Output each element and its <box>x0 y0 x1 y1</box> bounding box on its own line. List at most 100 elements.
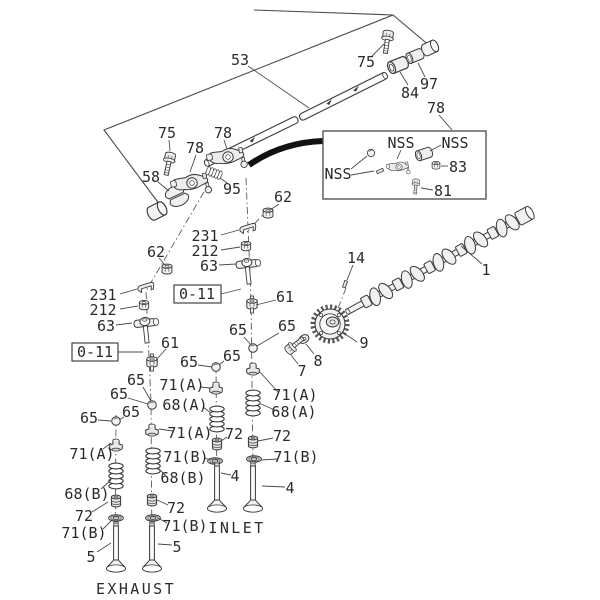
leader-line <box>197 364 213 368</box>
exhaust-valve-5 <box>142 521 162 573</box>
inlet-valve-4 <box>243 461 263 513</box>
spring-seat-71B <box>246 455 262 463</box>
part-callout-62: 62 <box>147 243 165 261</box>
exhaust-valve-5 <box>106 521 126 573</box>
direction-arrow <box>326 99 332 105</box>
leader-line <box>305 343 315 355</box>
leader-line <box>438 114 453 131</box>
nut-83 <box>431 160 441 170</box>
leader-line <box>269 203 280 211</box>
adjuster-61-right <box>247 296 257 313</box>
part-callout-63: 63 <box>200 257 218 275</box>
valve-spring-68A <box>245 389 261 417</box>
part-callout-71(B): 71(B) <box>61 524 106 542</box>
part-callout-61: 61 <box>161 334 179 352</box>
pin-14 <box>342 279 349 289</box>
nut-62-right <box>262 207 274 219</box>
part-callout-0-11: 0-11 <box>77 343 113 361</box>
part-callout-231: 231 <box>89 286 116 304</box>
leader-line <box>255 299 277 306</box>
part-callout-212: 212 <box>89 301 116 319</box>
part-callout-65: 65 <box>80 409 98 427</box>
part-callout-5: 5 <box>172 538 181 556</box>
leader-line <box>220 288 242 295</box>
adjuster-61-left <box>147 354 157 371</box>
shaft-end-cluster <box>379 29 441 76</box>
part-callout-58: 58 <box>142 168 160 186</box>
leader-line <box>97 419 112 422</box>
leader-line <box>118 416 125 421</box>
part-callout-71(B): 71(B) <box>162 517 207 535</box>
part-callout-65: 65 <box>223 347 241 365</box>
leader-line <box>223 139 228 150</box>
nut-212-left <box>138 299 150 311</box>
direction-arrow <box>249 136 256 143</box>
leader-line <box>350 155 368 170</box>
leader-line <box>258 370 279 393</box>
cam-gear-9 <box>310 304 350 344</box>
inlet-valve-column-2 <box>243 362 263 513</box>
part-callout-78: 78 <box>427 99 445 117</box>
leader-line <box>91 501 109 513</box>
leader-line <box>420 187 434 191</box>
part-callout-65: 65 <box>122 403 140 421</box>
leader-line <box>100 479 112 490</box>
leader-line <box>115 322 133 326</box>
spring-seat-71A <box>246 362 260 376</box>
boxed-callout-frame <box>71 342 119 362</box>
stem-seal-72 <box>110 494 122 508</box>
centerlines <box>114 177 347 566</box>
exhaust-valve-column-2 <box>142 423 162 573</box>
leader-line <box>202 406 212 414</box>
inlet-valve-4 <box>207 461 227 513</box>
part-callout-NSS: NSS <box>324 165 351 183</box>
part-callout-65: 65 <box>127 371 145 389</box>
part-callout-75: 75 <box>357 53 375 71</box>
part-callout-81: 81 <box>434 182 452 200</box>
part-callout-97: 97 <box>420 75 438 93</box>
leader-line <box>220 472 232 476</box>
inlet-valve-column-1 <box>207 381 227 513</box>
part-callout-65: 65 <box>110 385 128 403</box>
bold-detail-band <box>247 138 324 168</box>
part-callout-71(B): 71(B) <box>163 448 208 466</box>
part-callout-0-11: 0-11 <box>179 285 215 303</box>
bridge-63-left <box>132 315 162 345</box>
leader-line <box>247 65 310 109</box>
bridge-63-right <box>234 256 264 286</box>
leader-line <box>256 332 280 347</box>
part-callout-14: 14 <box>347 249 365 267</box>
leader-line <box>142 386 152 402</box>
part-callout-65: 65 <box>180 353 198 371</box>
leader-line <box>341 331 358 343</box>
leader-line <box>220 436 228 442</box>
leader-line <box>218 360 225 366</box>
part-callout-78: 78 <box>186 139 204 157</box>
leader-line <box>156 499 169 506</box>
leader-line <box>257 437 274 442</box>
leader-line <box>460 245 483 265</box>
part-callout-72: 72 <box>273 427 291 445</box>
part-callout-71(B): 71(B) <box>273 448 318 466</box>
part-callout-83: 83 <box>449 158 467 176</box>
spring-seat-71A <box>209 381 223 395</box>
part-callout-71(A): 71(A) <box>272 386 317 404</box>
nss-ball <box>366 148 376 158</box>
spring-seat-71A <box>145 423 159 437</box>
bolt-75-right <box>379 29 395 55</box>
direction-arrow <box>353 85 359 92</box>
part-callout-7: 7 <box>297 362 306 380</box>
leader-line <box>158 257 166 266</box>
part-callout-75: 75 <box>158 124 176 142</box>
leader-line <box>290 354 299 365</box>
part-callout-71(A): 71(A) <box>69 445 114 463</box>
part-callout-8: 8 <box>313 352 322 370</box>
part-callout-65: 65 <box>278 317 296 335</box>
part-callout-68(A): 68(A) <box>271 403 316 421</box>
leader-line <box>396 149 402 160</box>
leader-line <box>399 71 409 86</box>
part-callout-63: 63 <box>97 317 115 335</box>
part-callout-72: 72 <box>75 507 93 525</box>
